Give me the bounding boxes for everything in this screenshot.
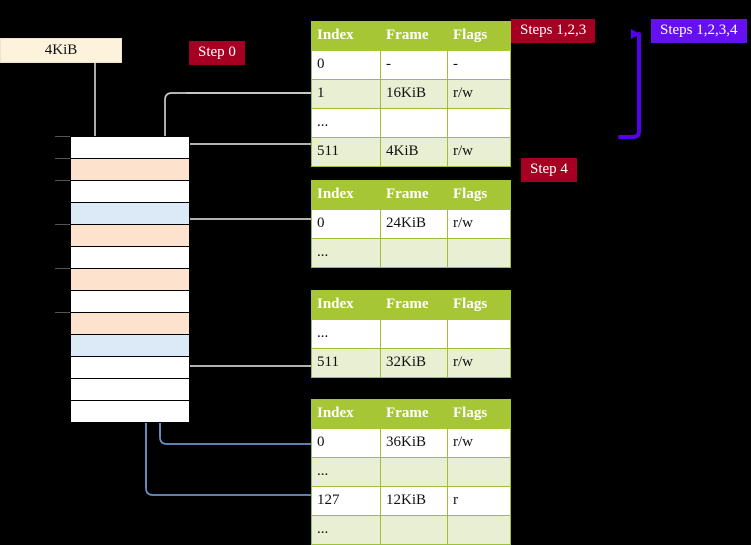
cell-flags: r/w bbox=[447, 137, 511, 167]
table-row: ... bbox=[311, 319, 511, 349]
memory-frame-6 bbox=[70, 268, 190, 291]
column-header-frame: Frame bbox=[380, 180, 448, 210]
cell-index: 511 bbox=[311, 137, 381, 167]
memory-frame-10 bbox=[70, 356, 190, 379]
connector-pd-511 bbox=[172, 312, 311, 367]
table-row: ... bbox=[311, 457, 511, 487]
memory-frame-tick-4 bbox=[55, 224, 70, 225]
step-badge-step4: Step 4 bbox=[521, 158, 577, 182]
cell-flags: - bbox=[447, 50, 511, 80]
memory-size-label: 4KiB bbox=[0, 38, 122, 63]
cell-flags bbox=[447, 238, 511, 268]
column-header-flags: Flags bbox=[447, 399, 511, 429]
memory-frame-3 bbox=[70, 202, 190, 225]
column-header-index: Index bbox=[311, 180, 381, 210]
table-row: 0-- bbox=[311, 50, 511, 80]
steps-bracket-arrow bbox=[618, 29, 641, 139]
memory-size-text: 4KiB bbox=[44, 42, 78, 58]
memory-frame-1 bbox=[70, 158, 190, 181]
cell-frame bbox=[380, 238, 448, 268]
column-header-frame: Frame bbox=[380, 290, 448, 320]
column-header-flags: Flags bbox=[447, 21, 511, 51]
cell-flags bbox=[447, 108, 511, 138]
cell-frame: 32KiB bbox=[380, 348, 448, 378]
column-header-frame: Frame bbox=[380, 21, 448, 51]
column-header-flags: Flags bbox=[447, 180, 511, 210]
cell-frame bbox=[380, 108, 448, 138]
table-row: ... bbox=[311, 515, 511, 545]
cell-frame: 36KiB bbox=[380, 428, 448, 458]
cell-index: ... bbox=[311, 515, 381, 545]
cell-index: ... bbox=[311, 108, 381, 138]
cell-frame: 12KiB bbox=[380, 486, 448, 516]
cell-index: ... bbox=[311, 238, 381, 268]
cell-frame bbox=[380, 319, 448, 349]
cell-index: 0 bbox=[311, 428, 381, 458]
memory-frame-11 bbox=[70, 378, 190, 401]
memory-frame-4 bbox=[70, 224, 190, 247]
cell-flags: r/w bbox=[447, 348, 511, 378]
memory-frame-tick-0 bbox=[55, 136, 70, 137]
step-badge-step0: Step 0 bbox=[189, 41, 245, 65]
cell-frame bbox=[380, 515, 448, 545]
cell-index: 0 bbox=[311, 50, 381, 80]
cell-frame bbox=[380, 457, 448, 487]
cell-flags: r/w bbox=[447, 209, 511, 239]
memory-frame-0 bbox=[70, 136, 190, 159]
cell-index: 127 bbox=[311, 486, 381, 516]
physical-memory-column bbox=[55, 136, 190, 423]
cell-index: 511 bbox=[311, 348, 381, 378]
cell-flags bbox=[447, 515, 511, 545]
memory-frame-tick-2 bbox=[55, 180, 70, 181]
cell-frame: 24KiB bbox=[380, 209, 448, 239]
memory-frame-7 bbox=[70, 290, 190, 313]
cell-flags: r bbox=[447, 486, 511, 516]
step-badge-steps1234: Steps 1,2,3,4 bbox=[651, 19, 747, 43]
cell-frame: - bbox=[380, 50, 448, 80]
cell-frame: 16KiB bbox=[380, 79, 448, 109]
table-row: ... bbox=[311, 108, 511, 138]
connector-pdpt-0 bbox=[178, 218, 311, 251]
cell-flags bbox=[447, 457, 511, 487]
memory-frame-9 bbox=[70, 334, 190, 357]
memory-frame-tick-8 bbox=[55, 312, 70, 313]
table-row: ... bbox=[311, 238, 511, 268]
column-header-flags: Flags bbox=[447, 290, 511, 320]
column-header-index: Index bbox=[311, 399, 381, 429]
memory-frame-2 bbox=[70, 180, 190, 203]
cell-index: 1 bbox=[311, 79, 381, 109]
column-header-index: Index bbox=[311, 21, 381, 51]
cell-flags: r/w bbox=[447, 428, 511, 458]
cell-index: ... bbox=[311, 319, 381, 349]
step-badge-steps123: Steps 1,2,3 bbox=[511, 19, 596, 43]
memory-frame-5 bbox=[70, 246, 190, 269]
cell-flags: r/w bbox=[447, 79, 511, 109]
memory-frame-8 bbox=[70, 312, 190, 335]
memory-frame-tick-6 bbox=[55, 268, 70, 269]
cell-index: 0 bbox=[311, 209, 381, 239]
cell-frame: 4KiB bbox=[380, 137, 448, 167]
column-header-index: Index bbox=[311, 290, 381, 320]
memory-frame-12 bbox=[70, 400, 190, 423]
memory-frame-tick-1 bbox=[55, 158, 70, 159]
column-header-frame: Frame bbox=[380, 399, 448, 429]
cell-flags bbox=[447, 319, 511, 349]
cell-index: ... bbox=[311, 457, 381, 487]
